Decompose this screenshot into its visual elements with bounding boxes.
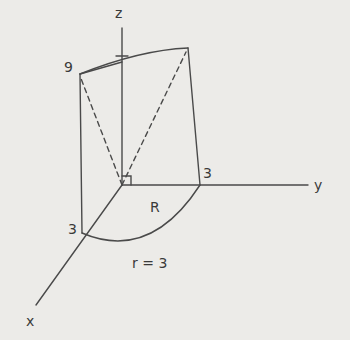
axis-label: y xyxy=(314,178,322,192)
right-edge xyxy=(188,48,200,185)
top-curve xyxy=(80,48,188,74)
region-label: R xyxy=(150,200,160,214)
axis-label: x xyxy=(26,314,34,328)
x-axis xyxy=(36,185,122,305)
dimension-label: 3 xyxy=(203,166,212,180)
base-arc xyxy=(82,185,200,241)
y-axis xyxy=(122,184,308,185)
radius-label: r = 3 xyxy=(132,256,167,270)
z-axis xyxy=(121,28,122,185)
tick xyxy=(116,55,128,56)
front-edge xyxy=(80,74,82,233)
height-label: 9 xyxy=(64,60,73,74)
hidden-line xyxy=(122,52,186,185)
axis-label: z xyxy=(115,6,122,20)
hidden-line xyxy=(80,76,122,185)
dimension-label: 3 xyxy=(68,222,77,236)
